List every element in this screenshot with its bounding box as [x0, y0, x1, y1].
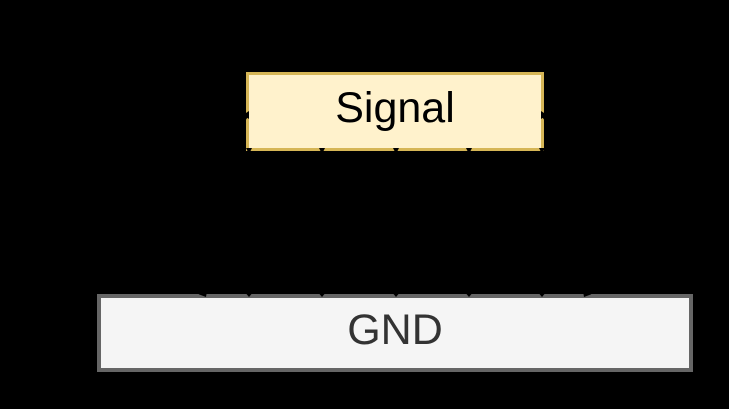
gnd-box: GND: [97, 294, 693, 372]
field-line: [203, 114, 249, 291]
gnd-box-label: GND: [347, 305, 443, 354]
field-line: [541, 114, 587, 291]
signal-box-label: Signal: [335, 84, 455, 132]
signal-box: Signal: [246, 72, 544, 151]
